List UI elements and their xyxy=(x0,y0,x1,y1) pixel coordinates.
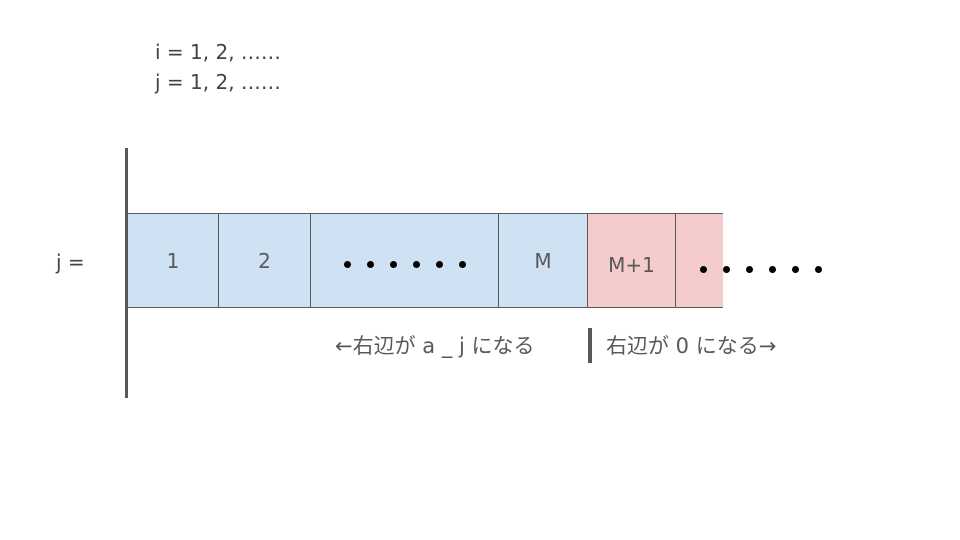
dot xyxy=(792,266,799,273)
dot xyxy=(815,266,822,273)
index-i-range: i = 1, 2, …… xyxy=(155,40,281,64)
ellipsis-dots xyxy=(336,249,474,273)
cell-ellipsis-blue xyxy=(311,213,499,308)
dot xyxy=(723,266,730,273)
cell-ellipsis-pink xyxy=(676,213,723,308)
dot xyxy=(769,266,776,273)
cell-m-plus-1: M+1 xyxy=(588,213,676,308)
dot xyxy=(412,260,420,268)
trailing-ellipsis-dots xyxy=(692,258,830,277)
dot xyxy=(343,260,351,268)
row-label-j: j = xyxy=(56,250,85,274)
cell-m-label: M xyxy=(534,248,552,273)
dot xyxy=(389,260,397,268)
caption-left-region: ←右辺が a _ j になる xyxy=(335,334,535,358)
cell-1: 1 xyxy=(128,213,219,308)
cell-m-plus-1-label: M+1 xyxy=(608,252,655,277)
index-j-range: j = 1, 2, …… xyxy=(155,70,281,94)
caption-right-region: 右辺が 0 になる→ xyxy=(606,334,777,358)
dot xyxy=(366,260,374,268)
region-divider xyxy=(588,328,592,363)
cell-2: 2 xyxy=(219,213,311,308)
dot xyxy=(700,266,707,273)
dot xyxy=(435,260,443,268)
cell-2-label: 2 xyxy=(258,248,271,273)
vertical-axis-line xyxy=(125,148,128,398)
cell-m: M xyxy=(499,213,588,308)
cell-1-label: 1 xyxy=(166,248,180,273)
dot xyxy=(458,260,466,268)
dot xyxy=(746,266,753,273)
